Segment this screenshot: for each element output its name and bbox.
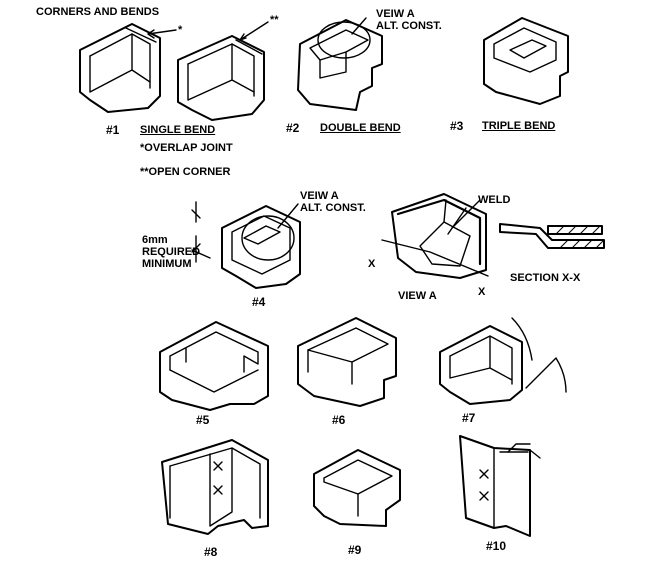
figure-4-label: #4 <box>252 295 266 309</box>
dimension-required: REQUIRED <box>142 246 201 258</box>
dimension-minimum: MINIMUM <box>142 258 192 270</box>
open-corner-marker: ** <box>270 14 279 26</box>
open-corner-note: **OPEN CORNER <box>140 166 231 178</box>
annotation-arrows <box>147 17 481 229</box>
figure-9-drawing <box>313 449 401 527</box>
figure-4-drawing <box>191 201 301 289</box>
view-a-callout-mid: VEIW A <box>300 190 339 202</box>
figure-5-drawing <box>159 321 269 411</box>
figure-7-label: #7 <box>462 411 476 425</box>
figure-6-drawing <box>297 317 397 407</box>
figure-3-label: #3 <box>450 119 464 133</box>
figure-1-overlap-joint-drawing <box>79 23 161 113</box>
figure-8-label: #8 <box>204 545 218 559</box>
view-a-label: VIEW A <box>398 290 437 302</box>
figure-9-label: #9 <box>348 543 362 557</box>
double-bend-caption: DOUBLE BEND <box>320 122 401 134</box>
section-x-x-drawing <box>499 223 605 249</box>
figure-8-drawing <box>161 439 269 535</box>
triple-bend-caption: TRIPLE BEND <box>482 120 556 132</box>
figure-2-double-bend-drawing <box>297 19 383 111</box>
figure-6-label: #6 <box>332 413 346 427</box>
figure-7-drawing <box>439 317 567 405</box>
section-mark-x-right: X <box>478 286 486 298</box>
weld-callout: WELD <box>478 194 511 206</box>
section-mark-x-left: X <box>368 258 376 270</box>
section-x-x-label: SECTION X-X <box>510 272 581 284</box>
figure-1-label: #1 <box>106 123 120 137</box>
figure-5-label: #5 <box>196 413 210 427</box>
figure-1-open-corner-drawing <box>177 35 265 121</box>
page-title: CORNERS AND BENDS <box>36 6 160 18</box>
alt-const-callout-top: ALT. CONST. <box>376 20 442 32</box>
figure-2-label: #2 <box>286 121 300 135</box>
overlap-joint-note: *OVERLAP JOINT <box>140 142 233 154</box>
dimension-6mm: 6mm <box>142 234 168 246</box>
figure-10-drawing <box>459 435 541 537</box>
overlap-marker: * <box>178 24 183 36</box>
figure-10-label: #10 <box>486 539 507 553</box>
alt-const-callout-mid: ALT. CONST. <box>300 202 366 214</box>
single-bend-caption: SINGLE BEND <box>140 124 216 136</box>
figure-3-triple-bend-drawing <box>483 17 569 105</box>
view-a-drawing <box>381 193 489 279</box>
view-a-callout-top: VEIW A <box>376 8 415 20</box>
